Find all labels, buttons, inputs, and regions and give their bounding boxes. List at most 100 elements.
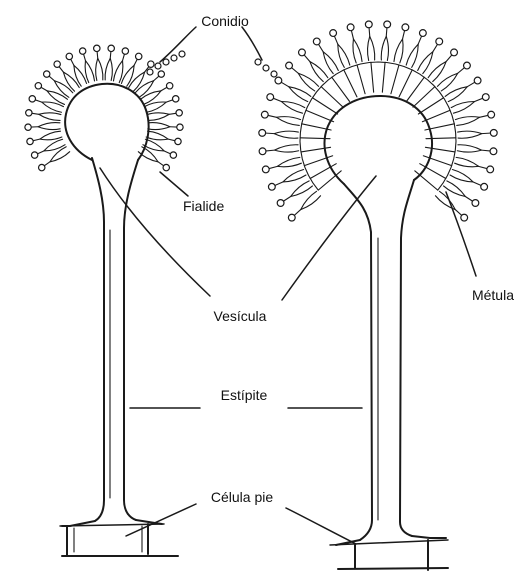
right-foot-cell xyxy=(330,536,448,570)
left-conidium xyxy=(66,53,72,59)
right-conidium xyxy=(490,129,497,136)
right-phialide xyxy=(291,181,313,197)
left-conidium xyxy=(31,152,37,158)
right-conidium xyxy=(262,166,269,173)
left-phialide xyxy=(146,131,168,140)
left-phialide xyxy=(38,123,60,130)
right-stipe-inner-wall xyxy=(400,180,414,536)
left-phialide xyxy=(85,61,94,83)
conidio-leader-left xyxy=(160,27,196,62)
conidio-leader-right xyxy=(242,27,262,60)
right-phialide xyxy=(277,157,301,166)
right-stipe-outer-wall xyxy=(344,184,372,540)
right-phialide xyxy=(394,39,403,63)
right-phialide xyxy=(323,52,338,74)
right-conidium xyxy=(487,166,494,173)
left-stipe-inner-wall xyxy=(124,160,138,520)
left-conidium-chain xyxy=(179,51,185,57)
left-conidium xyxy=(79,48,85,54)
left-conidium xyxy=(163,164,169,170)
right-phialide xyxy=(445,87,467,102)
metula-wall xyxy=(413,87,435,108)
metula-wall xyxy=(415,171,438,190)
metula-wall xyxy=(357,65,365,94)
right-conidium xyxy=(461,214,468,221)
left-phialide xyxy=(40,131,62,140)
right-conidium xyxy=(481,183,488,190)
metula-wall xyxy=(306,110,334,121)
left-phialide-layer xyxy=(25,45,185,171)
left-conidium xyxy=(29,96,35,102)
right-phialide-layer xyxy=(255,21,497,221)
right-phialide xyxy=(301,191,321,209)
left-phialide xyxy=(39,113,61,121)
metula-wall xyxy=(418,98,443,114)
metula-wall xyxy=(318,171,341,190)
right-conidium xyxy=(365,21,372,28)
right-phialide xyxy=(368,36,375,60)
left-conidium xyxy=(136,53,142,59)
right-phialide xyxy=(277,117,301,126)
right-phialide xyxy=(458,131,482,138)
right-conidium-chain xyxy=(263,65,269,71)
right-phialide xyxy=(298,73,318,91)
right-phialide xyxy=(455,117,479,126)
left-foot-cell xyxy=(60,520,178,556)
right-phialide xyxy=(310,61,328,81)
label-conidio: Conidio xyxy=(201,13,249,29)
left-conidium xyxy=(158,71,164,77)
right-conidium xyxy=(384,21,391,28)
right-conidium xyxy=(259,148,266,155)
metula-wall xyxy=(425,147,455,152)
left-conidium xyxy=(54,61,60,67)
right-phialide xyxy=(353,39,362,63)
left-conidium-chain xyxy=(163,59,169,65)
left-conidium xyxy=(25,124,31,130)
metula-wall xyxy=(422,110,450,121)
leader-lines xyxy=(100,27,476,544)
right-phialide xyxy=(455,157,479,166)
metula-wall xyxy=(332,77,350,101)
right-conidium xyxy=(347,24,354,31)
left-phialide xyxy=(138,147,158,162)
left-phialide xyxy=(148,123,170,130)
celula-pie-leader-right xyxy=(286,508,356,544)
left-phialide xyxy=(135,81,154,98)
right-conidium xyxy=(277,200,284,207)
left-conidium xyxy=(176,110,182,116)
right-conidium xyxy=(474,77,481,84)
left-phialide xyxy=(105,58,112,80)
right-conidium xyxy=(313,38,320,45)
left-conidium xyxy=(26,110,32,116)
metula-wall xyxy=(312,98,337,114)
left-phialide xyxy=(50,147,70,162)
metula-wall xyxy=(371,62,374,92)
right-conidium xyxy=(286,62,293,69)
fialide-leader xyxy=(160,172,188,196)
right-conidium xyxy=(299,49,306,56)
label-vesicula: Vesícula xyxy=(214,308,267,324)
right-phialide xyxy=(274,131,298,138)
left-conidium xyxy=(173,96,179,102)
left-conidium xyxy=(175,138,181,144)
right-conidium xyxy=(261,111,268,118)
right-conidium xyxy=(268,183,275,190)
right-phialide xyxy=(283,170,306,182)
metula-wall xyxy=(321,87,343,108)
right-conidium xyxy=(482,94,489,101)
right-conidium xyxy=(267,94,274,101)
right-phialide xyxy=(381,36,388,60)
right-phialide xyxy=(457,145,481,152)
left-conidium-chain xyxy=(171,55,177,61)
right-phialide xyxy=(338,44,350,67)
right-phialide xyxy=(418,52,433,74)
right-phialide xyxy=(450,170,473,182)
right-phialide xyxy=(428,61,446,81)
left-phialide xyxy=(129,72,145,91)
metula-leader xyxy=(446,192,476,276)
left-phialide xyxy=(113,61,122,83)
label-fialide: Fialide xyxy=(183,198,224,214)
left-conidium xyxy=(35,83,41,89)
right-conidium xyxy=(436,38,443,45)
metula-wall xyxy=(344,70,357,97)
